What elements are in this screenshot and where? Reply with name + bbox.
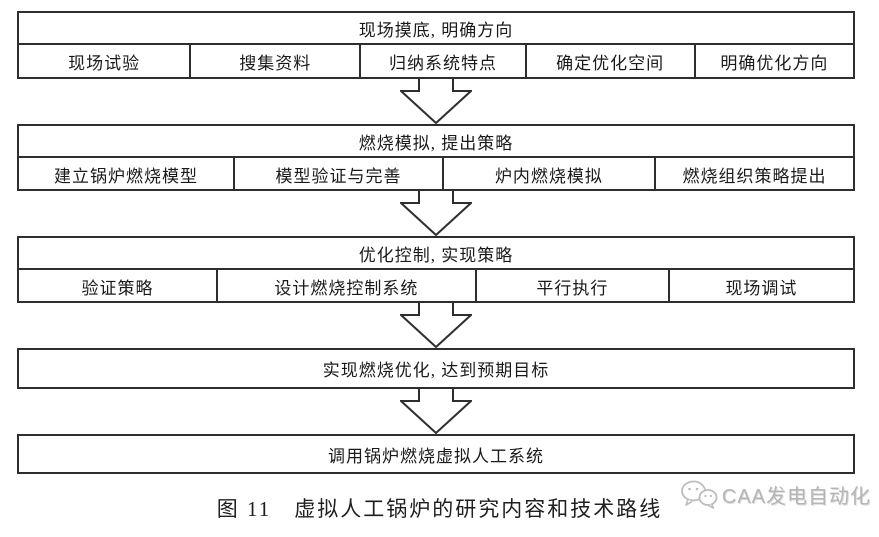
- stage-goal: 实现燃烧优化, 达到预期目标: [17, 348, 855, 389]
- stage-simulation-item-3: 炉内燃烧模拟: [444, 158, 656, 190]
- down-arrow-icon: [400, 301, 472, 348]
- stage-survey-item-3: 归纳系统特点: [361, 45, 527, 77]
- stage-control-item-1: 验证策略: [19, 270, 219, 302]
- stage-simulation-item-1: 建立锅炉燃烧模型: [19, 158, 235, 190]
- stage-control-header: 优化控制, 实现策略: [19, 238, 853, 270]
- stage-simulation-item-4: 燃烧组织策略提出: [682, 166, 827, 186]
- stage-survey-item-5: 明确优化方向: [720, 53, 829, 73]
- stage-control-item-4: 现场调试: [725, 278, 798, 298]
- stage-simulation-header: 燃烧模拟, 提出策略: [19, 126, 853, 158]
- stage-survey-item-1: 现场试验: [19, 45, 192, 77]
- stage-survey-item-2: 搜集资料: [191, 45, 362, 77]
- stage-control-items: 验证策略 设计燃烧控制系统 平行执行 现场调试: [19, 270, 853, 302]
- down-arrow-icon: [400, 387, 472, 434]
- watermark: CAA发电自动化: [675, 477, 875, 511]
- stage-virtual-system: 调用锅炉燃烧虚拟人工系统: [17, 434, 855, 474]
- down-arrow-icon: [400, 189, 472, 236]
- figure-caption: 图 11 虚拟人工锅炉的研究内容和技术路线: [216, 497, 663, 521]
- watermark-label: CAA发电自动化: [721, 485, 871, 508]
- stage-survey-header: 现场摸底, 明确方向: [19, 13, 853, 45]
- down-arrow-icon: [400, 77, 472, 124]
- stage-control: 优化控制, 实现策略 验证策略 设计燃烧控制系统 平行执行 现场调试: [17, 236, 855, 303]
- stage-simulation-item-2: 模型验证与完善: [235, 158, 444, 190]
- stage-control-item-2: 设计燃烧控制系统: [218, 270, 477, 302]
- stage-survey-items: 现场试验 搜集资料 归纳系统特点 确定优化空间 明确优化方向: [19, 45, 853, 77]
- wechat-icon: [680, 480, 718, 509]
- stage-goal-header: 实现燃烧优化, 达到预期目标: [322, 361, 550, 380]
- flowchart: 现场摸底, 明确方向 现场试验 搜集资料 归纳系统特点 确定优化空间 明确优化方…: [17, 11, 855, 474]
- stage-simulation-items: 建立锅炉燃烧模型 模型验证与完善 炉内燃烧模拟 燃烧组织策略提出: [19, 158, 853, 190]
- stage-virtual-system-header: 调用锅炉燃烧虚拟人工系统: [328, 446, 544, 466]
- stage-simulation: 燃烧模拟, 提出策略 建立锅炉燃烧模型 模型验证与完善 炉内燃烧模拟 燃烧组织策…: [17, 124, 855, 191]
- stage-control-item-3: 平行执行: [477, 270, 670, 302]
- stage-survey-item-4: 确定优化空间: [527, 45, 696, 77]
- stage-survey: 现场摸底, 明确方向 现场试验 搜集资料 归纳系统特点 确定优化空间 明确优化方…: [17, 11, 855, 79]
